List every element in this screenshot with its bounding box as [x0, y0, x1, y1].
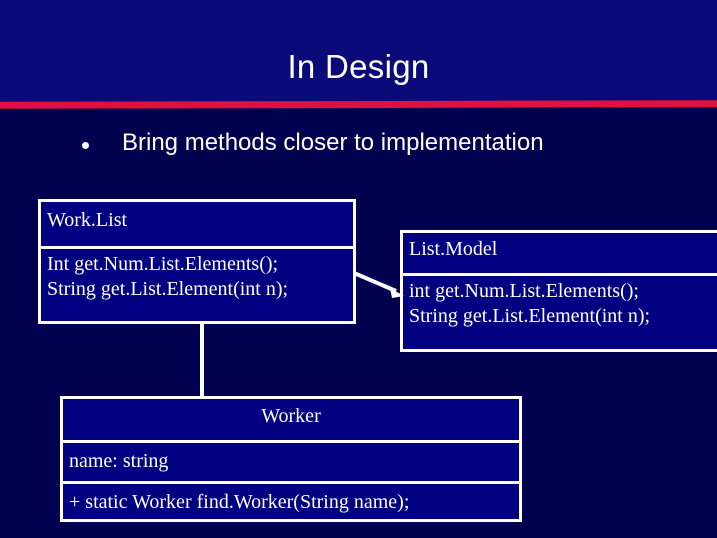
uml-operation: String get.List.Element(int n);	[47, 278, 289, 300]
uml-class-worklist[interactable]: Work.List Int get.Num.List.Elements(); S…	[38, 199, 356, 324]
title-accent-rule	[0, 100, 717, 109]
uml-operations-compartment: Int get.Num.List.Elements(); String get.…	[41, 246, 353, 321]
uml-operation: + static Worker find.Worker(String name)…	[63, 481, 519, 522]
uml-operation: String get.List.Element(int n);	[409, 305, 651, 327]
bullet-list-item: Bring methods closer to implementation	[70, 125, 670, 163]
bullet-item-label: Bring methods closer to implementation	[122, 129, 544, 156]
uml-operations-compartment: int get.Num.List.Elements(); String get.…	[403, 273, 717, 349]
title-band	[0, 0, 717, 103]
uml-class-name: Work.List	[47, 209, 128, 231]
connector-worklist-to-worker	[200, 322, 204, 398]
uml-operation: Int get.Num.List.Elements();	[47, 253, 279, 275]
uml-class-name: List.Model	[409, 238, 498, 260]
uml-class-listmodel[interactable]: List.Model int get.Num.List.Elements(); …	[400, 230, 717, 352]
uml-attribute: name: string	[63, 440, 519, 481]
uml-class-worker[interactable]: Worker name: string + static Worker find…	[60, 396, 522, 522]
bullet-dot-icon	[82, 142, 89, 149]
page-title: In Design	[287, 48, 430, 85]
uml-operation: int get.Num.List.Elements();	[409, 280, 639, 302]
uml-class-name: Worker	[261, 405, 321, 427]
